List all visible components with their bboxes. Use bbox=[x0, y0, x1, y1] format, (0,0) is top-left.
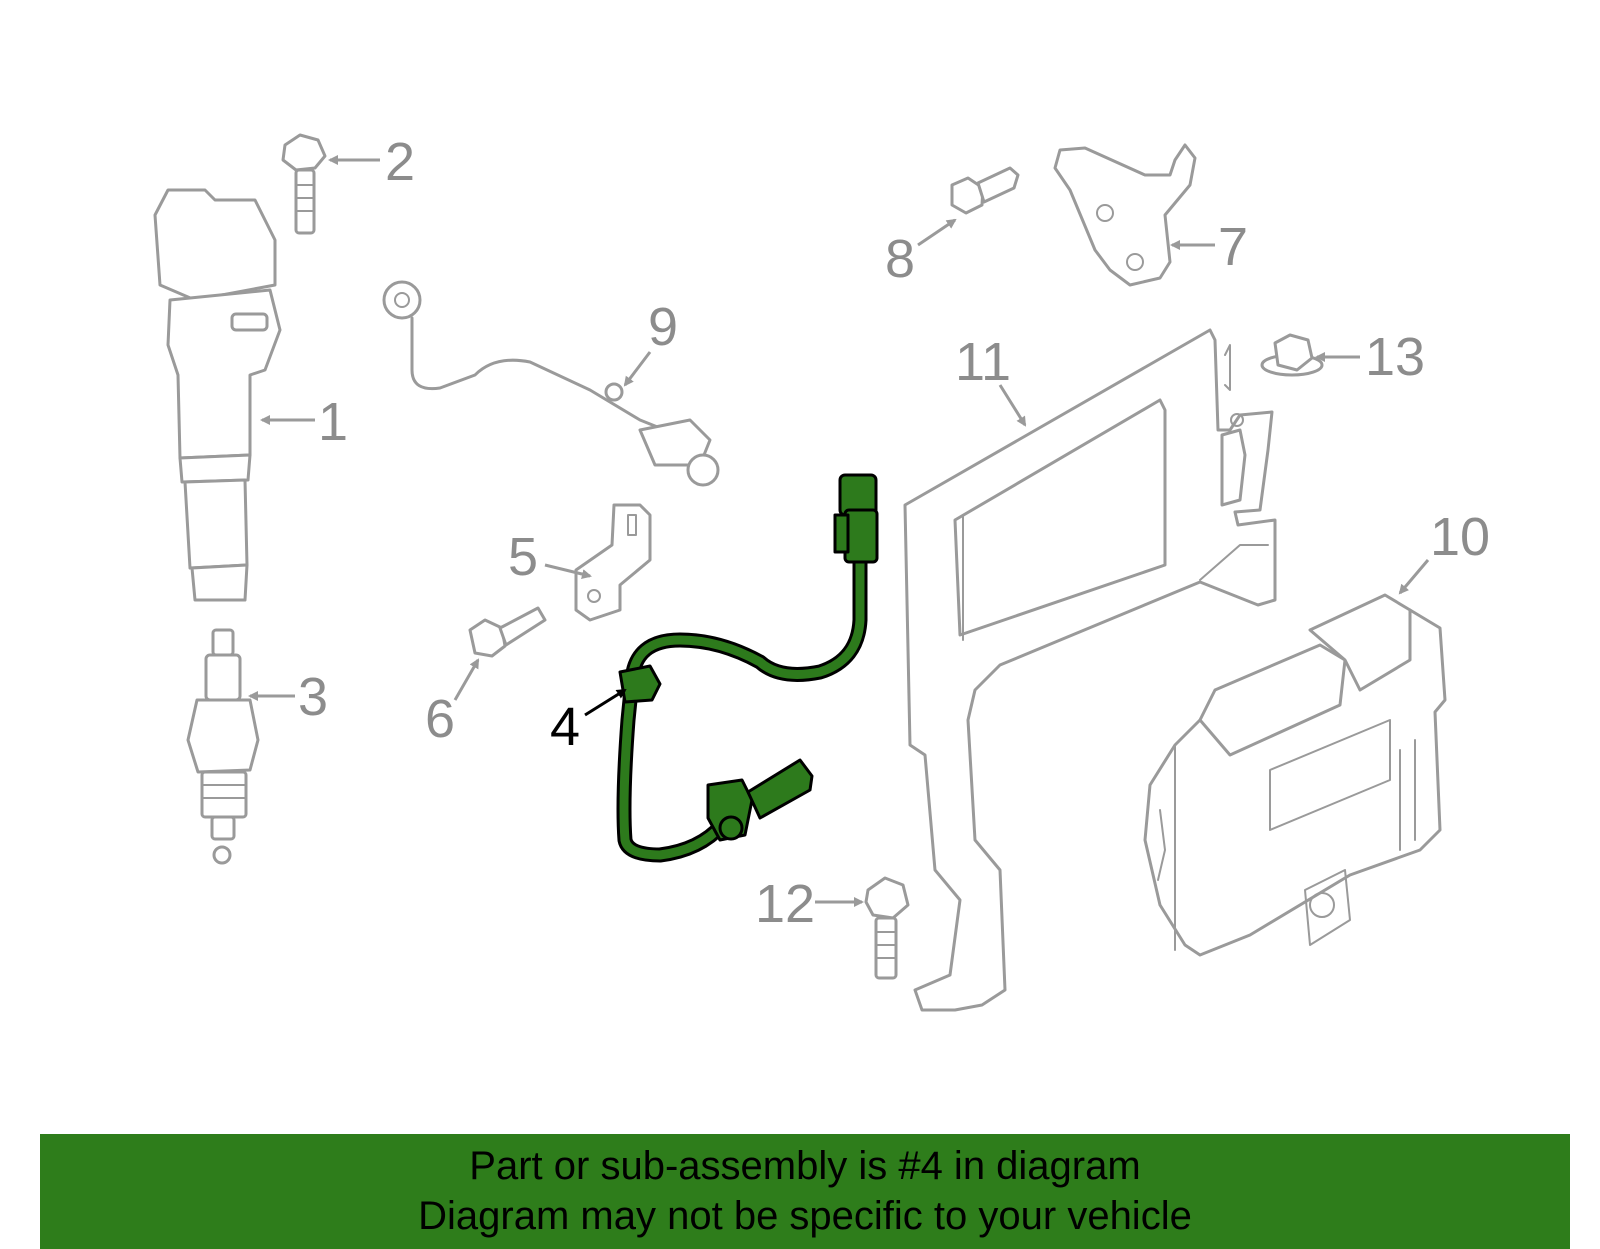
info-banner: Part or sub-assembly is #4 in diagram Di… bbox=[40, 1134, 1570, 1249]
banner-disclaimer: Diagram may not be specific to your vehi… bbox=[418, 1194, 1192, 1238]
callout-6: 6 bbox=[425, 689, 455, 749]
callout-11: 11 bbox=[955, 332, 1011, 392]
leader-arrow-6 bbox=[453, 658, 480, 701]
leader-arrow-5 bbox=[544, 563, 592, 579]
bolt-part-12 bbox=[864, 876, 910, 980]
bolt-part-8 bbox=[950, 166, 1020, 215]
callout-10: 10 bbox=[1430, 507, 1490, 567]
callout-12: 12 bbox=[755, 874, 815, 934]
callout-8: 8 bbox=[885, 229, 915, 289]
callout-3: 3 bbox=[298, 667, 328, 727]
callout-13: 13 bbox=[1365, 327, 1425, 387]
callout-5: 5 bbox=[508, 527, 538, 587]
camshaft-sensor-part-7 bbox=[1053, 143, 1197, 287]
leader-arrow-10 bbox=[1398, 559, 1430, 595]
callout-9: 9 bbox=[648, 297, 678, 357]
callout-2: 2 bbox=[385, 132, 415, 192]
knock-sensor-part-9 bbox=[382, 280, 720, 487]
ecu-part-10 bbox=[1143, 593, 1447, 957]
ecu-bracket-part-11 bbox=[903, 328, 1277, 1012]
leader-arrow-4 bbox=[584, 688, 627, 717]
callout-7: 7 bbox=[1218, 217, 1248, 277]
spark-plug-part-3 bbox=[186, 628, 260, 865]
bolt-part-2 bbox=[281, 133, 327, 235]
leader-arrow-9 bbox=[623, 351, 652, 387]
ignition-coil-part-1 bbox=[153, 188, 282, 602]
callout-4: 4 bbox=[550, 697, 580, 757]
leader-arrow-8 bbox=[917, 218, 957, 247]
bracket-part-5 bbox=[574, 503, 652, 622]
callout-1: 1 bbox=[318, 392, 348, 452]
nut-part-13 bbox=[1260, 333, 1324, 377]
banner-part-note: Part or sub-assembly is #4 in diagram bbox=[469, 1144, 1141, 1188]
leader-arrow-11 bbox=[998, 384, 1027, 427]
bolt-part-6 bbox=[468, 606, 547, 658]
crankshaft-position-sensor-part-4 bbox=[616, 473, 879, 863]
